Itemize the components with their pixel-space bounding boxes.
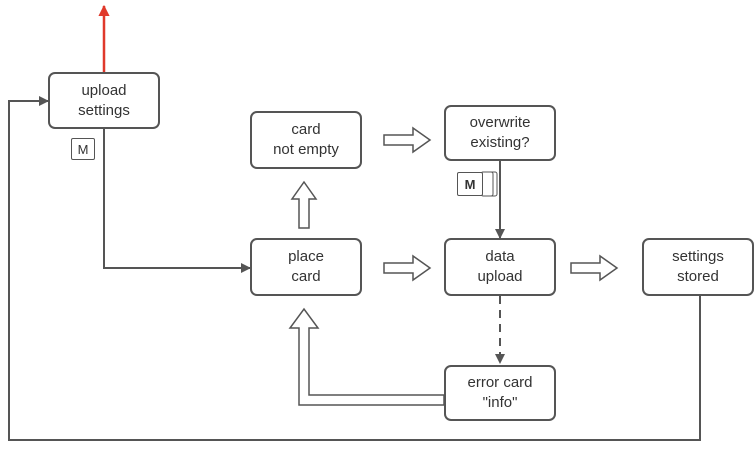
node-error-card: error card "info" <box>444 365 556 421</box>
m-key-stack-icon: M <box>457 172 483 196</box>
hollow-arrow-place-to-card <box>290 180 318 229</box>
hollow-arrow-data-to-stored <box>570 254 619 282</box>
node-settings-stored: settings stored <box>642 238 754 296</box>
node-card-not-empty-line-2: not empty <box>273 141 339 158</box>
m-key-label: M <box>77 141 89 157</box>
node-overwrite-existing: overwrite existing? <box>444 105 556 161</box>
hollow-arrow-card-to-overwrite <box>383 126 432 154</box>
node-overwrite-existing-line-2: existing? <box>470 134 530 151</box>
node-error-card-line-2: "info" <box>482 394 518 411</box>
node-place-card-line-2: card <box>291 268 321 285</box>
node-error-card-line-1: error card <box>467 374 533 391</box>
connector-upload-to-place <box>103 129 251 273</box>
node-upload-settings-line-2: settings <box>78 101 130 119</box>
node-place-card: place card <box>250 238 362 296</box>
m-key-stack-label: M <box>464 176 476 192</box>
node-data-upload-line-2: upload <box>477 268 523 285</box>
node-upload-settings-line-1: upload <box>81 81 127 99</box>
node-settings-stored-line-1: settings <box>672 248 724 265</box>
hollow-arrow-error-to-place <box>288 307 445 406</box>
connector-loop-back <box>8 96 701 441</box>
node-data-upload: data upload <box>444 238 556 296</box>
hollow-arrow-place-to-data <box>383 254 432 282</box>
node-card-not-empty-line-1: card <box>291 121 321 138</box>
node-card-not-empty: card not empty <box>250 111 362 169</box>
node-place-card-line-1: place <box>288 248 324 265</box>
m-key-icon: M <box>71 138 95 160</box>
node-data-upload-line-1: data <box>485 248 515 265</box>
node-upload-settings: upload settings <box>48 72 160 129</box>
node-settings-stored-line-2: stored <box>677 268 719 285</box>
node-overwrite-existing-line-1: overwrite <box>469 114 531 131</box>
